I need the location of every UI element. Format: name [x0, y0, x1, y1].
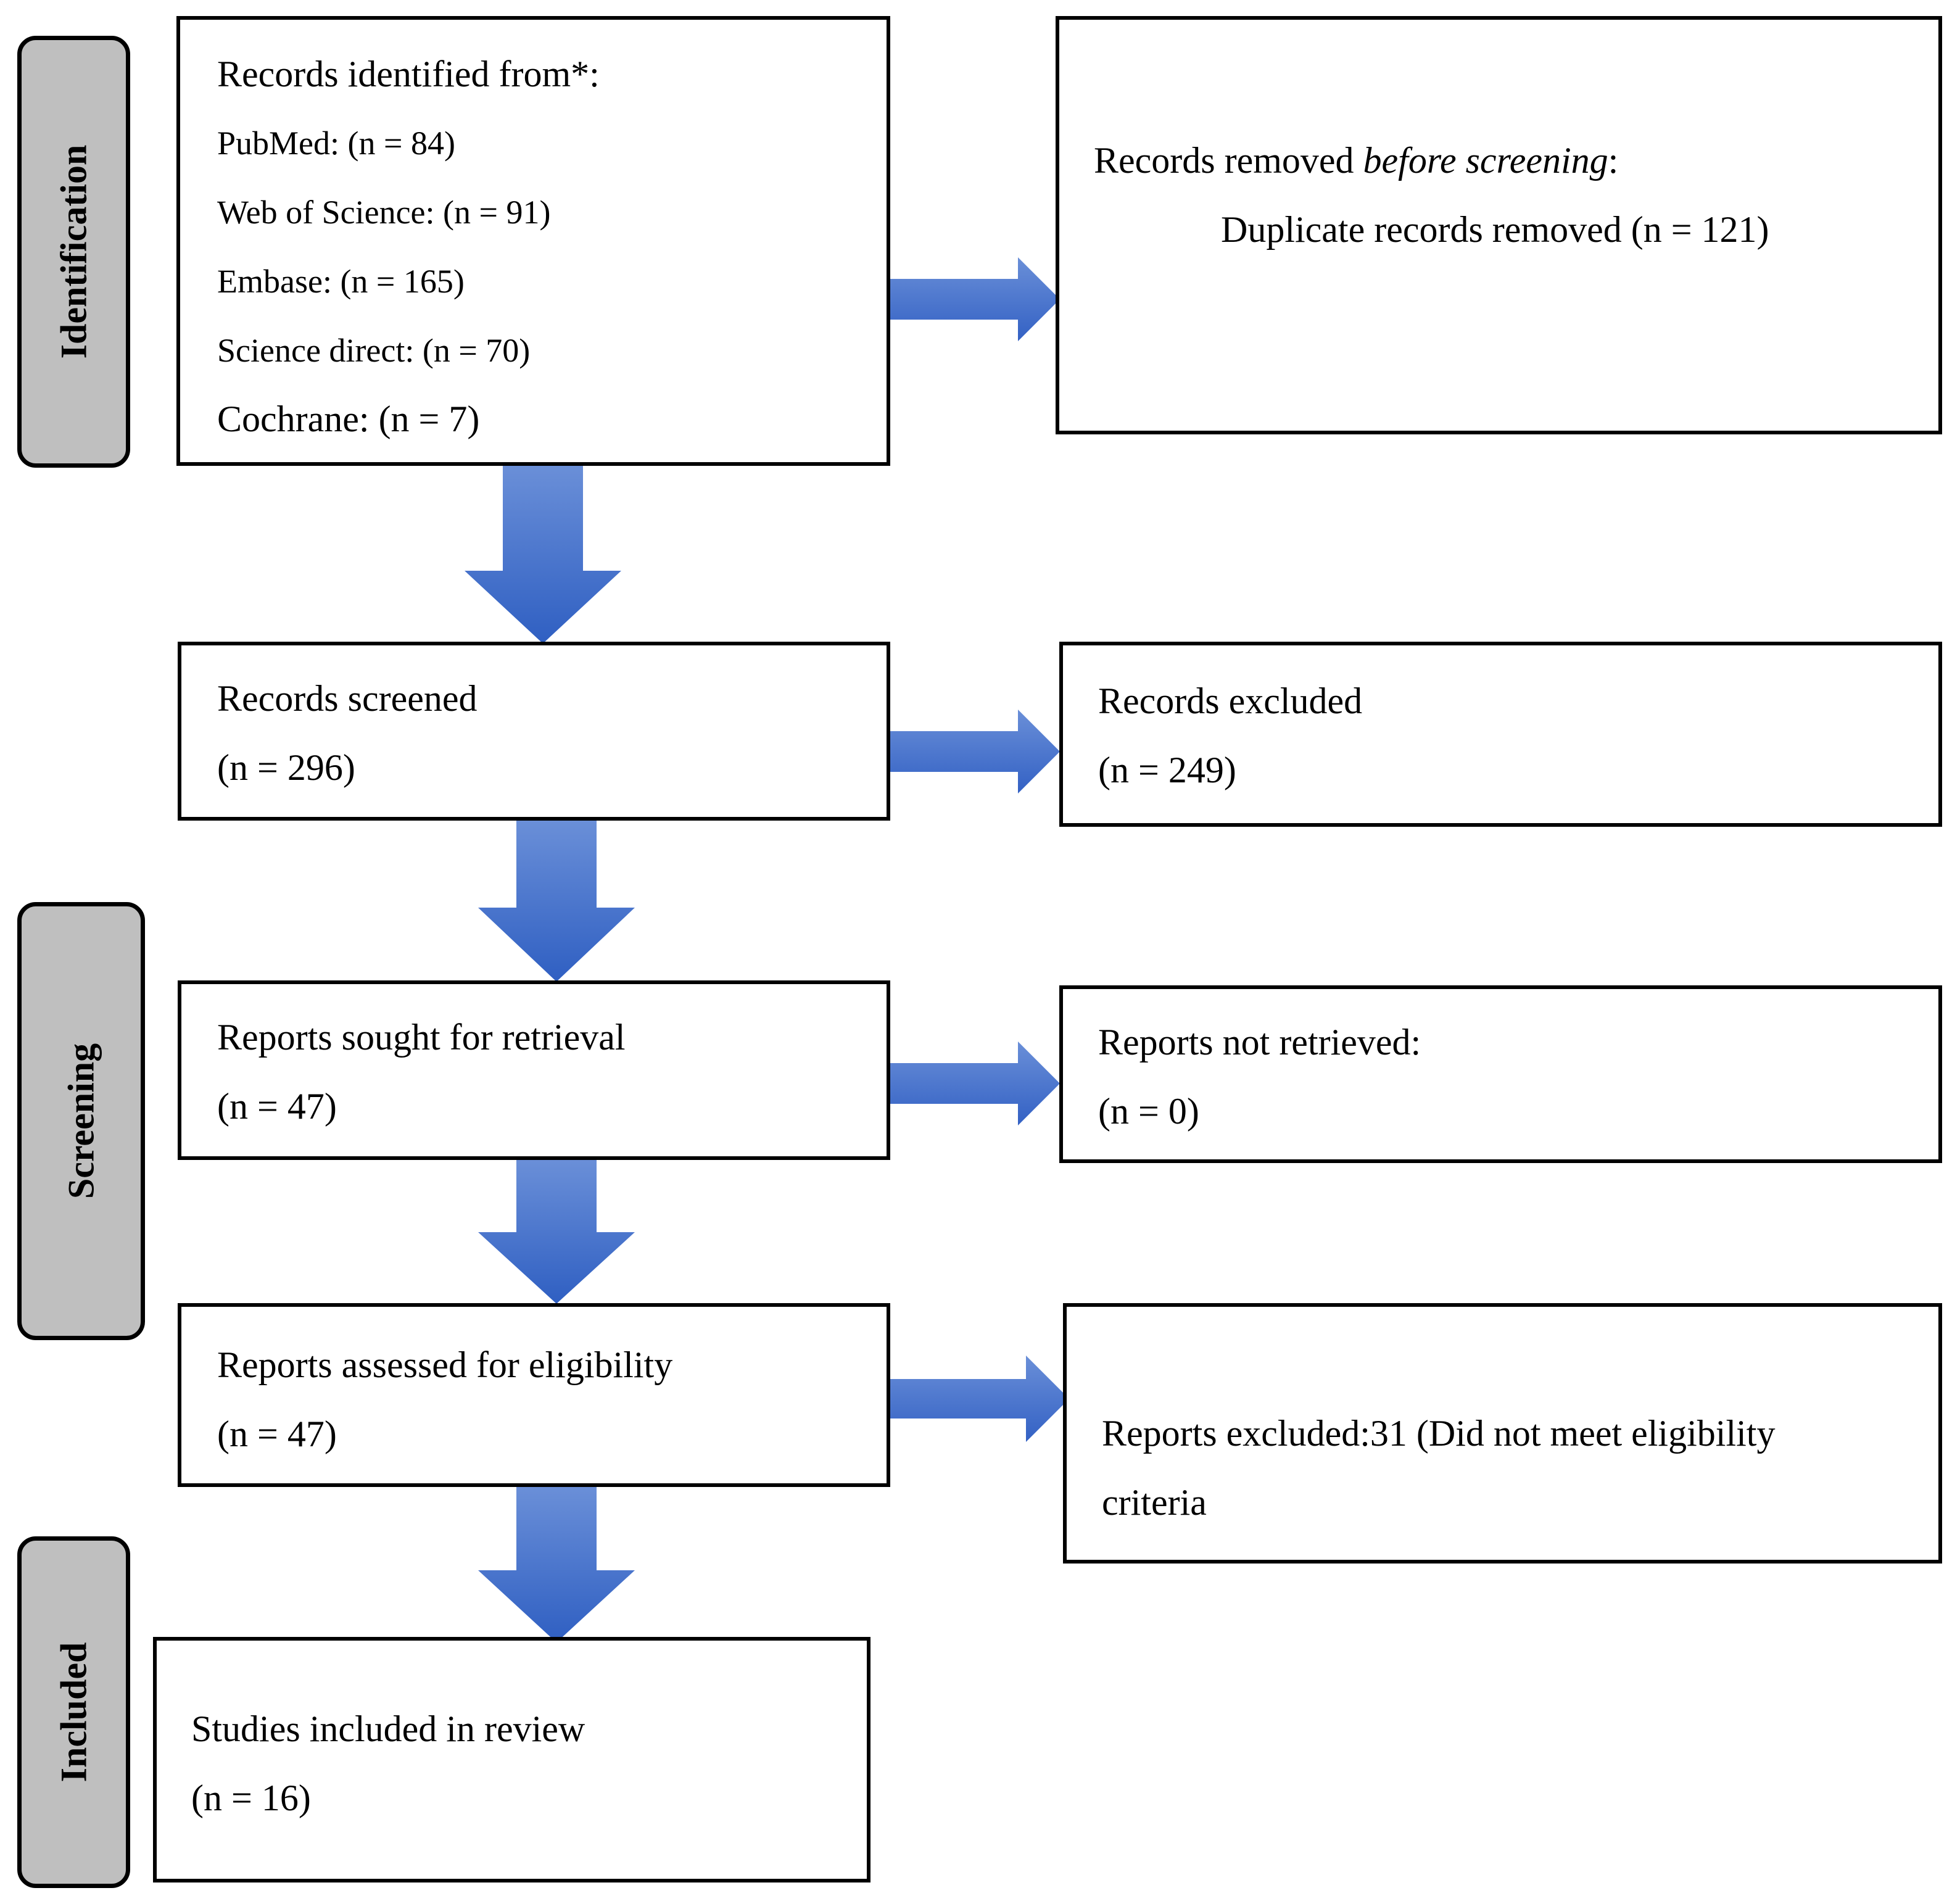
arrow-right-reports-excluded	[890, 1356, 1069, 1442]
stage-identification-label: Identification	[53, 144, 94, 359]
records-removed-box: Records removed before screening: Duplic…	[1056, 16, 1942, 434]
reports-sought-count: (n = 47)	[217, 1086, 337, 1127]
records-removed-suffix: :	[1608, 140, 1619, 181]
arrow-right-removed	[890, 257, 1060, 341]
stage-screening-label: Screening	[60, 1043, 101, 1199]
arrow-down-identified	[465, 466, 621, 644]
records-removed-italic: before screening	[1363, 140, 1608, 181]
arrow-down-assessed	[478, 1487, 635, 1642]
reports-not-retrieved-box: Reports not retrieved: (n = 0)	[1059, 985, 1942, 1163]
studies-included-label: Studies included in review	[191, 1708, 585, 1749]
records-identified-heading: Records identified from*:	[217, 54, 600, 94]
records-screened-count: (n = 296)	[217, 747, 355, 788]
reports-sought-box: Reports sought for retrieval (n = 47)	[178, 980, 890, 1160]
stage-identification: Identification	[17, 36, 130, 468]
source-embase: Embase: (n = 165)	[217, 263, 465, 300]
reports-assessed-label: Reports assessed for eligibility	[217, 1344, 673, 1385]
duplicate-records-removed: Duplicate records removed (n = 121)	[1221, 209, 1769, 250]
stage-screening: Screening	[17, 902, 145, 1340]
reports-excluded-line1: Reports excluded:31 (Did not meet eligib…	[1102, 1413, 1776, 1454]
records-screened-label: Records screened	[217, 678, 478, 719]
reports-excluded-line2: criteria	[1102, 1482, 1207, 1523]
arrow-right-excluded	[890, 710, 1060, 793]
records-excluded-label: Records excluded	[1098, 681, 1363, 721]
studies-included-count: (n = 16)	[191, 1778, 311, 1818]
arrow-right-not-retrieved	[890, 1042, 1060, 1125]
source-web-of-science: Web of Science: (n = 91)	[217, 194, 551, 231]
records-excluded-box: Records excluded (n = 249)	[1059, 642, 1942, 827]
studies-included-box: Studies included in review (n = 16)	[153, 1637, 870, 1882]
arrow-down-sought	[478, 1160, 635, 1304]
reports-not-retrieved-label: Reports not retrieved:	[1098, 1022, 1421, 1062]
records-identified-box: Records identified from*: PubMed: (n = 8…	[176, 16, 890, 466]
source-science-direct: Science direct: (n = 70)	[217, 332, 531, 369]
source-pubmed: PubMed: (n = 84)	[217, 125, 455, 162]
reports-assessed-box: Reports assessed for eligibility (n = 47…	[178, 1303, 890, 1487]
arrow-down-screened	[478, 821, 635, 982]
source-cochrane: Cochrane: (n = 7)	[217, 399, 480, 439]
reports-not-retrieved-count: (n = 0)	[1098, 1091, 1199, 1132]
reports-sought-label: Reports sought for retrieval	[217, 1017, 626, 1058]
reports-assessed-count: (n = 47)	[217, 1414, 337, 1454]
stage-included-label: Included	[53, 1642, 94, 1783]
records-removed-heading: Records removed before screening:	[1094, 142, 1618, 179]
records-removed-prefix: Records removed	[1094, 140, 1363, 181]
records-excluded-count: (n = 249)	[1098, 750, 1236, 790]
records-screened-box: Records screened (n = 296)	[178, 642, 890, 821]
reports-excluded-box: Reports excluded:31 (Did not meet eligib…	[1063, 1303, 1942, 1563]
stage-included: Included	[17, 1536, 130, 1888]
